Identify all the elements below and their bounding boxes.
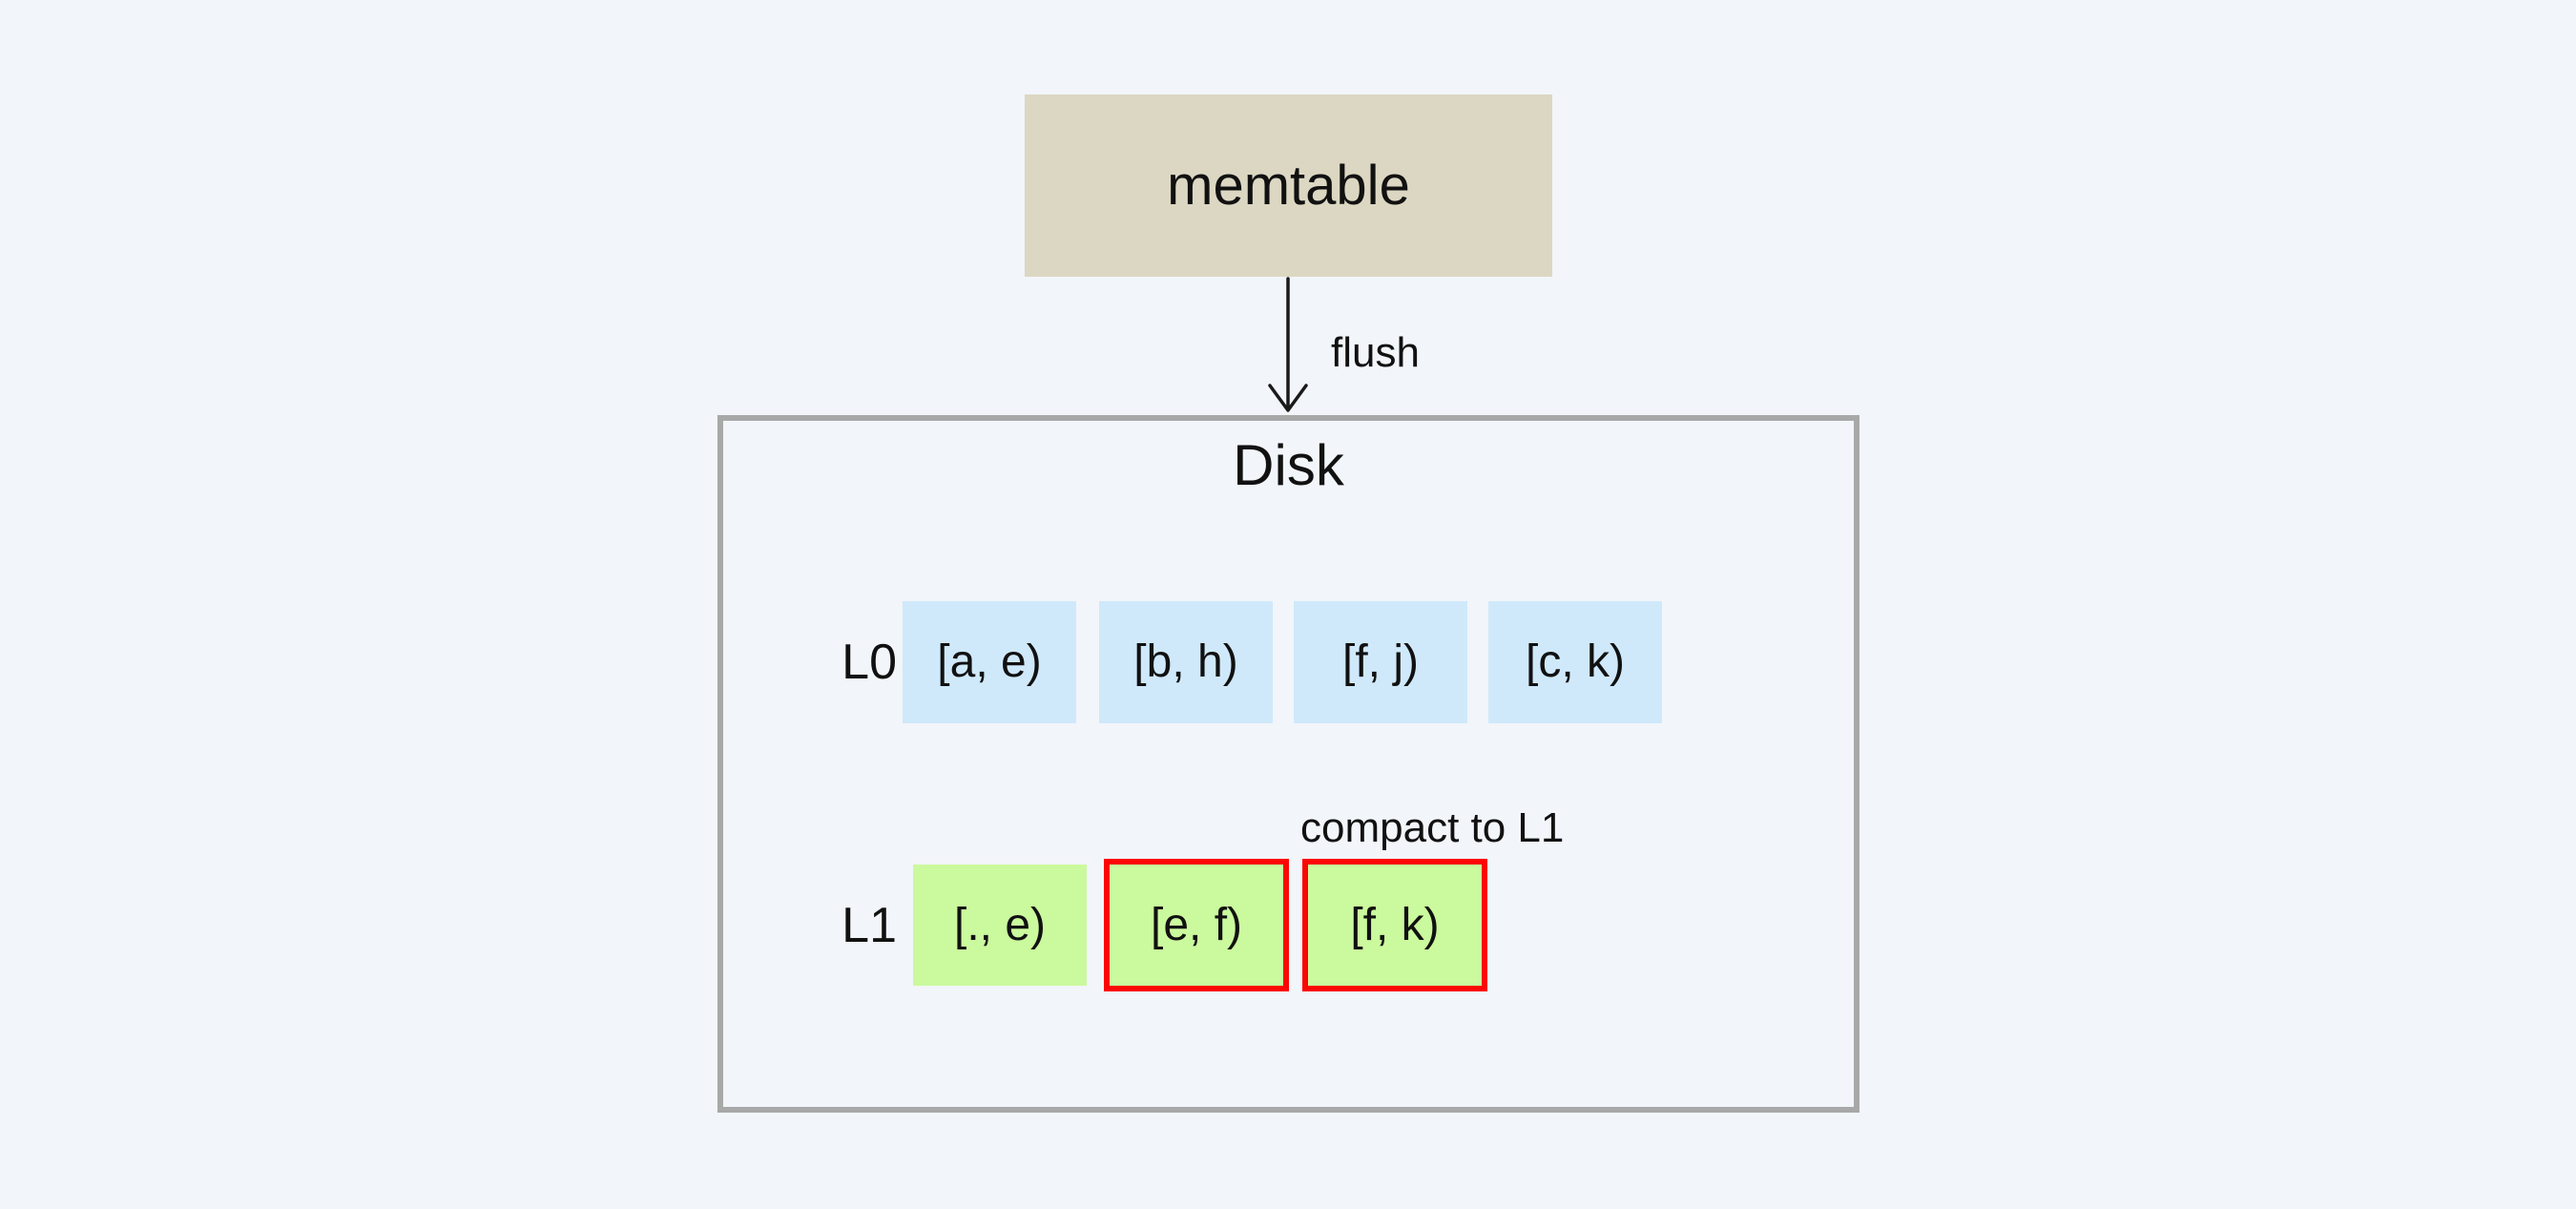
disk-title: Disk (1233, 433, 1344, 497)
memtable-label: memtable (1167, 155, 1410, 217)
compact-to-l1-label: compact to L1 (1300, 804, 1565, 851)
sstable-range-label: [a, e) (937, 636, 1042, 687)
sstable-range-label: [b, h) (1133, 636, 1238, 687)
sstable-range-label: [e, f) (1150, 899, 1243, 950)
flush-label: flush (1331, 329, 1420, 376)
sstable-range-label: [., e) (953, 899, 1047, 950)
memtable-box: memtable (1025, 94, 1552, 277)
sstable-l0-3: [c, k) (1488, 601, 1662, 723)
sstable-range-label: [f, k) (1350, 899, 1440, 950)
flush-arrow-head-icon (1268, 384, 1308, 412)
sstable-l0-1: [b, h) (1099, 601, 1273, 723)
sstable-l1-0: [., e) (913, 865, 1087, 986)
sstable-range-label: [f, j) (1342, 636, 1419, 687)
sstable-l1-1-highlighted: [e, f) (1104, 859, 1289, 991)
level-label-l0: L0 (841, 635, 897, 690)
sstable-l0-0: [a, e) (903, 601, 1076, 723)
sstable-l0-2: [f, j) (1294, 601, 1467, 723)
level-label-l1: L1 (841, 898, 897, 953)
disk-box (717, 415, 1859, 1113)
sstable-range-label: [c, k) (1526, 636, 1625, 687)
sstable-l1-2-highlighted: [f, k) (1302, 859, 1487, 991)
